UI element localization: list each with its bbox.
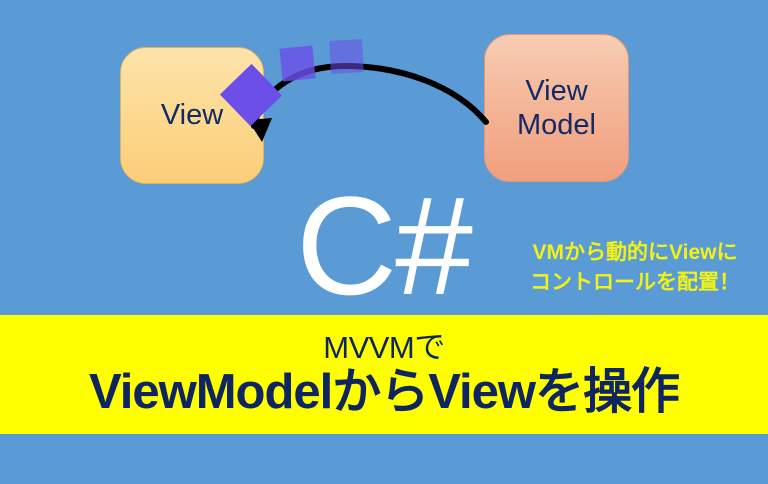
caption-block: VMから動的にViewに コントロールを配置！: [512, 238, 758, 298]
csharp-logo: C#: [296, 167, 473, 324]
caption-line-1: VMから動的にViewに: [532, 241, 738, 264]
banner-title: ViewModelからViewを操作: [88, 364, 680, 419]
banner-subtitle: MVVMで: [323, 329, 445, 365]
view-node-label: View: [160, 99, 224, 132]
viewmodel-node-label: View Model: [517, 74, 596, 141]
purple-square-icon: [279, 45, 316, 82]
viewmodel-node: View Model: [484, 34, 629, 182]
purple-square-icon: [329, 39, 364, 74]
caption-line-2: コントロールを配置！: [530, 270, 740, 294]
title-banner: MVVMで ViewModelからViewを操作: [0, 315, 768, 434]
